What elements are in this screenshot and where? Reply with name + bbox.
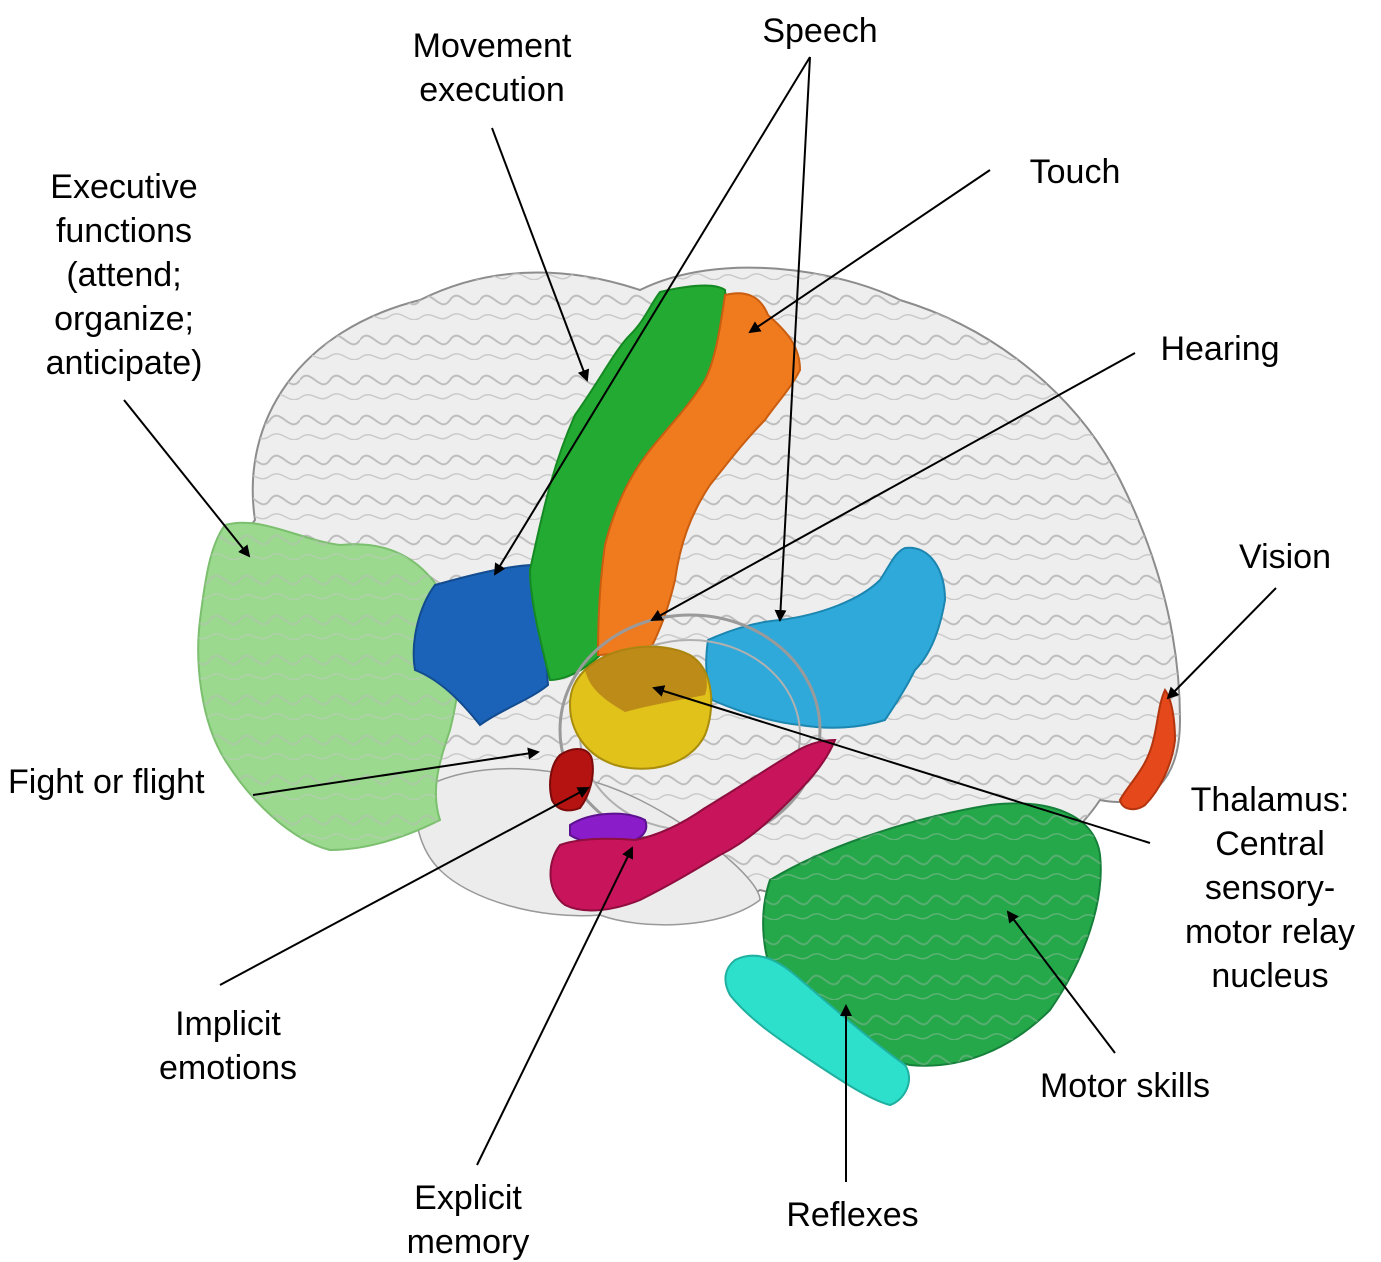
pointer-executive xyxy=(124,400,249,556)
label-speech: Speech xyxy=(740,9,900,53)
label-hearing: Hearing xyxy=(1140,327,1300,371)
label-fight-or-flight: Fight or flight xyxy=(8,760,258,804)
label-touch: Touch xyxy=(1010,150,1140,194)
label-thalamus: Thalamus: Central sensory- motor relay n… xyxy=(1170,778,1370,998)
label-movement-execution: Movement execution xyxy=(392,24,592,112)
label-vision: Vision xyxy=(1220,535,1350,579)
label-motor-skills: Motor skills xyxy=(1020,1064,1230,1108)
pointer-vision xyxy=(1168,588,1276,698)
label-implicit-emotions: Implicit emotions xyxy=(138,1002,318,1090)
label-reflexes: Reflexes xyxy=(770,1193,935,1237)
label-explicit-memory: Explicit memory xyxy=(388,1176,548,1262)
label-executive-functions: Executive functions (attend; organize; a… xyxy=(24,165,224,385)
